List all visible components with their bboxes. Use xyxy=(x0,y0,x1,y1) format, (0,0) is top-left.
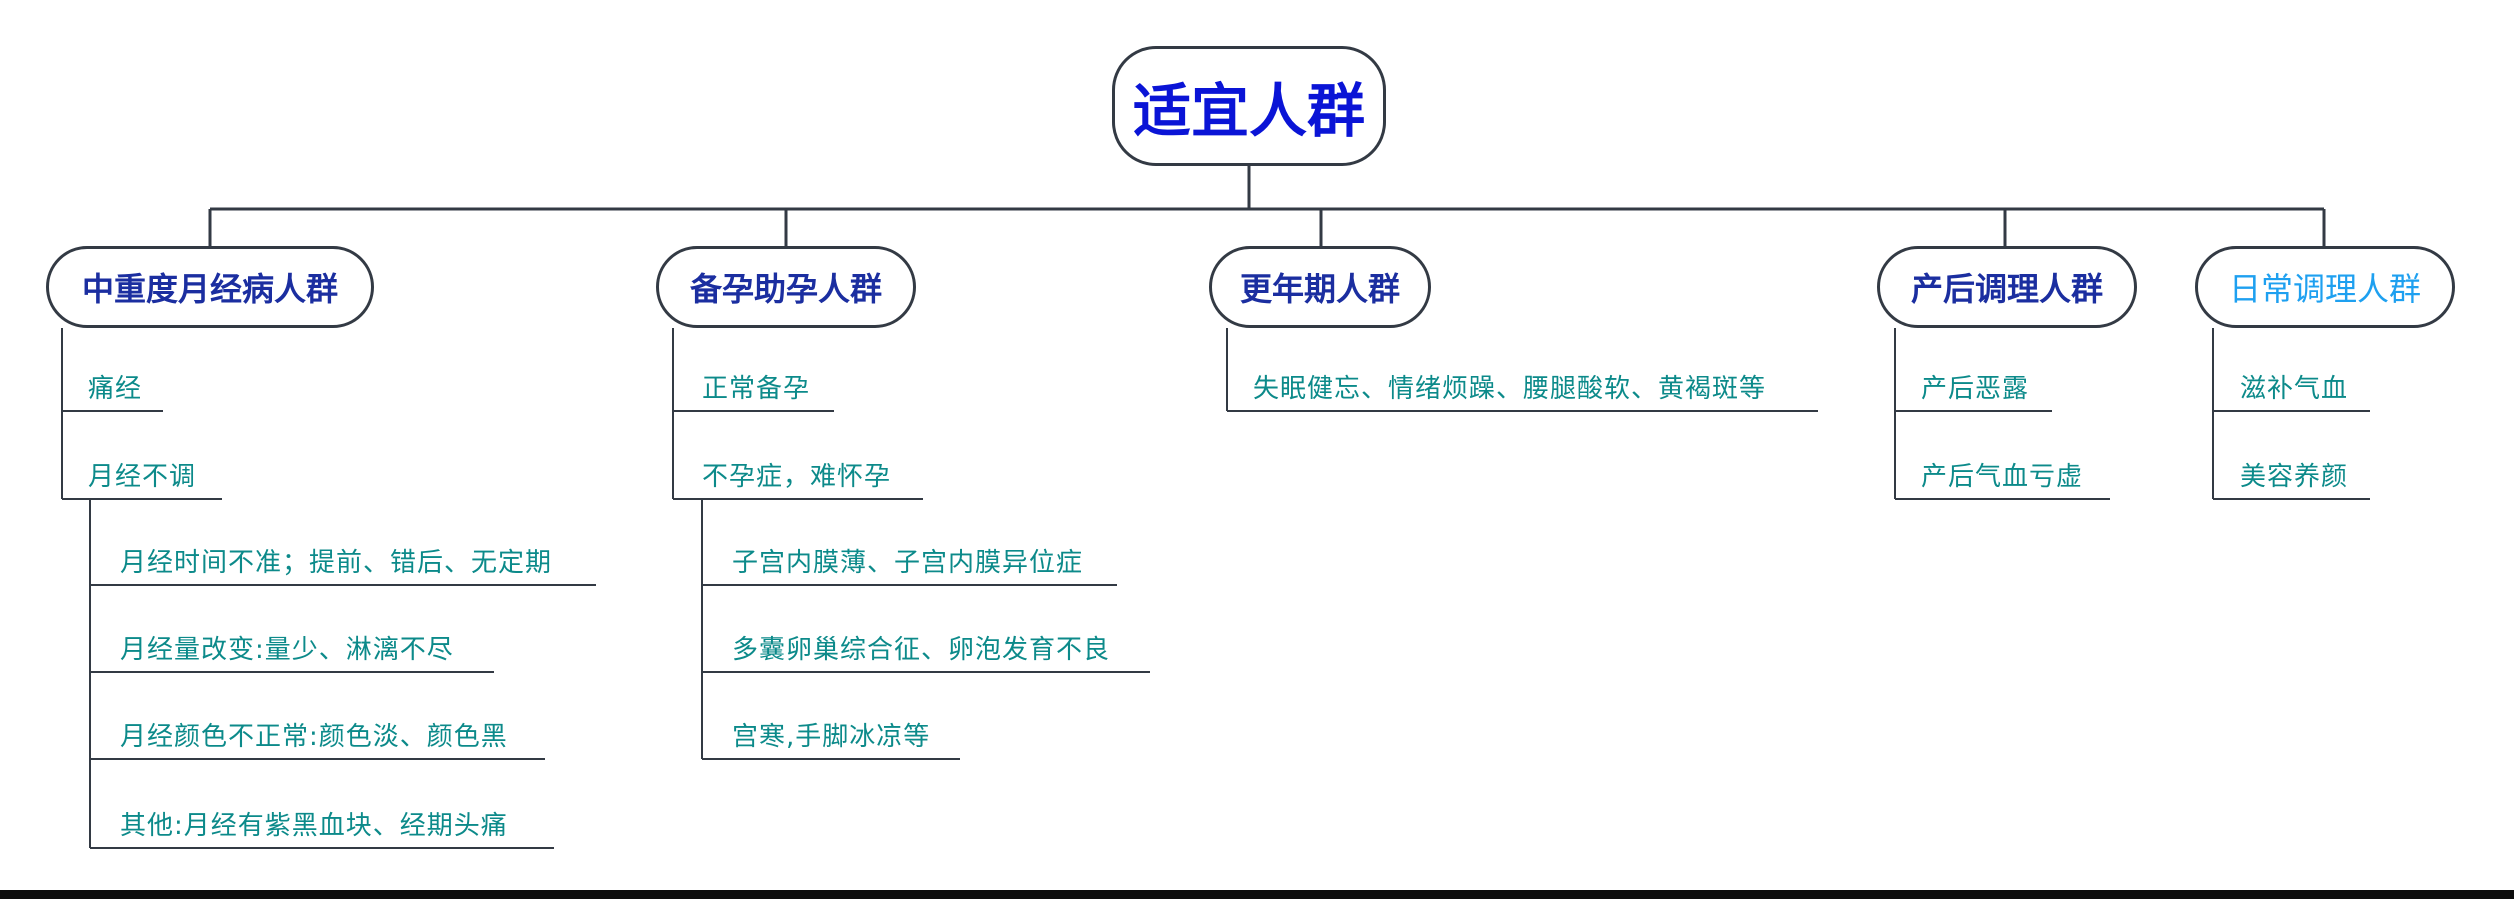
list-item: 不孕症，难怀孕 xyxy=(702,462,892,492)
list-item: 产后恶露 xyxy=(1921,374,2030,404)
list-item: 美容养颜 xyxy=(2240,462,2349,492)
category-node-pregnancy: 备孕助孕人群 xyxy=(656,246,916,328)
category-node-menstrual: 中重度月经病人群 xyxy=(46,246,374,328)
list-item: 滋补气血 xyxy=(2240,374,2349,404)
category-node-menopause: 更年期人群 xyxy=(1209,246,1431,328)
list-item: 月经不调 xyxy=(88,462,197,492)
sub-list-item: 子宫内膜薄、子宫内膜异位症 xyxy=(732,548,1084,578)
list-item: 失眠健忘、情绪烦躁、腰腿酸软、黄褐斑等 xyxy=(1253,374,1767,404)
list-item: 正常备孕 xyxy=(702,374,811,404)
sub-list-item: 其他:月经有紫黑血块、经期头痛 xyxy=(120,811,508,841)
list-item: 痛经 xyxy=(88,374,143,404)
sub-list-item: 月经时间不准；提前、错后、无定期 xyxy=(120,548,553,578)
category-node-daily-care: 日常调理人群 xyxy=(2195,246,2455,328)
sub-list-item: 月经量改变:量少、淋漓不尽 xyxy=(120,635,454,665)
bottom-border-bar xyxy=(0,890,2514,899)
sub-list-item: 月经颜色不正常:颜色淡、颜色黑 xyxy=(120,722,508,752)
list-item: 产后气血亏虚 xyxy=(1921,462,2084,492)
sub-list-item: 多囊卵巢综合征、卵泡发育不良 xyxy=(732,635,1111,665)
root-node: 适宜人群 xyxy=(1112,46,1386,166)
category-node-postpartum: 产后调理人群 xyxy=(1877,246,2137,328)
sub-list-item: 宫寒,手脚冰凉等 xyxy=(732,722,931,752)
